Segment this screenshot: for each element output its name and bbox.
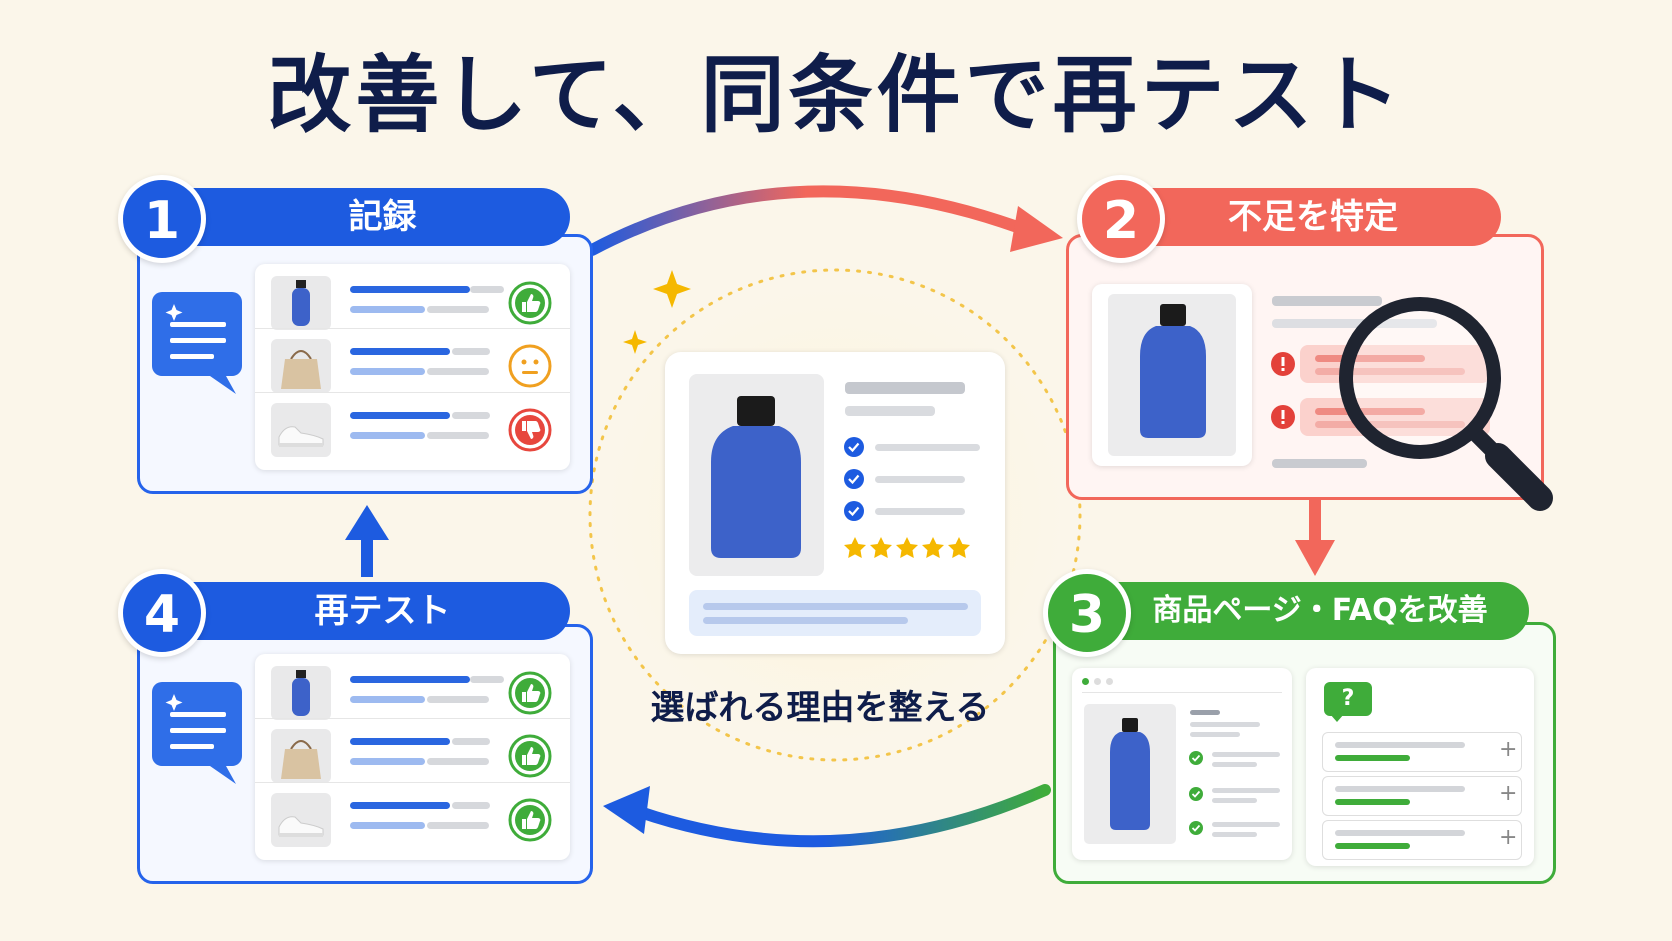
arrow-3-to-4-head xyxy=(603,786,650,834)
check-icon xyxy=(1189,821,1203,835)
step-1-banner: 記録 xyxy=(175,188,570,246)
star-rating-icon xyxy=(844,537,970,558)
step-2-banner: 不足を特定 xyxy=(1105,188,1501,246)
thumbs-down-icon xyxy=(508,408,552,452)
sparkle-icon xyxy=(653,270,691,308)
arrow-1-to-2-head xyxy=(1010,206,1063,252)
arrow-2-to-3 xyxy=(1309,500,1321,544)
magnifier-icon xyxy=(1339,297,1553,511)
center-label: 選ばれる理由を整える xyxy=(650,688,990,728)
bottle-thumbnail xyxy=(271,276,331,330)
check-icon xyxy=(844,469,864,489)
step-1-number: 1 xyxy=(118,175,206,263)
step-4-banner: 再テスト xyxy=(175,582,570,640)
sneaker-thumbnail xyxy=(271,793,331,847)
tote-bag-thumbnail xyxy=(271,339,331,393)
arrow-4-to-1-head xyxy=(345,505,389,540)
faq-mockup: ? + + + xyxy=(1306,668,1534,866)
issue-highlight xyxy=(1300,345,1490,383)
record-list xyxy=(255,264,570,470)
step-4-number: 4 xyxy=(118,569,206,657)
step-1-label: 記録 xyxy=(348,197,417,237)
thumbs-up-icon xyxy=(508,798,552,842)
product-page-mockup xyxy=(1072,668,1292,860)
check-icon xyxy=(844,501,864,521)
step-2-label: 不足を特定 xyxy=(1228,197,1398,237)
thumbs-up-icon xyxy=(508,671,552,715)
expand-icon[interactable]: + xyxy=(1499,737,1518,762)
arrow-3-to-4 xyxy=(634,784,1051,848)
page-title: 改善して、同条件で再テスト xyxy=(267,46,1405,144)
bottle-image xyxy=(689,374,824,576)
bottle-image xyxy=(1108,294,1236,456)
sneaker-thumbnail xyxy=(271,403,331,457)
step-4-label: 再テスト xyxy=(314,591,451,631)
tote-bag-thumbnail xyxy=(271,729,331,783)
arrow-4-to-1 xyxy=(361,535,373,577)
chat-bubble-icon xyxy=(152,292,242,394)
center-product-card xyxy=(665,352,1005,654)
step-2-number: 2 xyxy=(1077,175,1165,263)
bottle-thumbnail xyxy=(271,666,331,720)
step-3-number: 3 xyxy=(1043,569,1131,657)
retest-list xyxy=(255,654,570,860)
faq-badge: ? xyxy=(1324,682,1372,716)
neutral-face-icon xyxy=(508,344,552,388)
center-dotted-ring xyxy=(588,268,1082,762)
expand-icon[interactable]: + xyxy=(1499,781,1518,806)
arrow-1-to-2 xyxy=(586,185,1026,256)
step-3-label: 商品ページ・FAQを改善 xyxy=(1152,593,1488,628)
check-icon xyxy=(1189,787,1203,801)
bottle-image xyxy=(1084,704,1176,844)
product-photo-panel xyxy=(1092,284,1252,466)
warning-icon xyxy=(1271,352,1295,376)
description-box xyxy=(689,590,981,636)
chat-bubble-icon xyxy=(152,682,242,784)
arrow-2-to-3-head xyxy=(1295,540,1335,576)
sparkle-icon xyxy=(623,330,647,354)
issue-highlight xyxy=(1300,398,1490,436)
faq-item[interactable]: + xyxy=(1322,820,1522,860)
check-icon xyxy=(1189,751,1203,765)
check-icon xyxy=(844,437,864,457)
faq-item[interactable]: + xyxy=(1322,732,1522,772)
warning-icon xyxy=(1271,405,1295,429)
step-3-banner: 商品ページ・FAQを改善 xyxy=(1085,582,1529,640)
thumbs-up-icon xyxy=(508,281,552,325)
question-mark-icon: ? xyxy=(1341,686,1355,711)
faq-item[interactable]: + xyxy=(1322,776,1522,816)
expand-icon[interactable]: + xyxy=(1499,825,1518,850)
thumbs-up-icon xyxy=(508,734,552,778)
